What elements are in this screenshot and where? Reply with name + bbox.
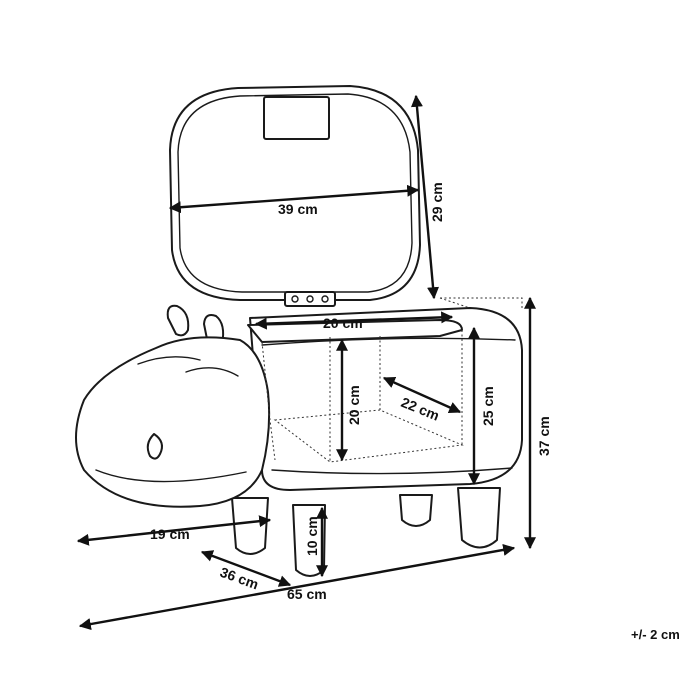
head-jaw-seam bbox=[95, 469, 247, 483]
open-lid bbox=[169, 85, 421, 307]
arrow-lid-height bbox=[410, 94, 440, 300]
leg-rear-right bbox=[399, 494, 433, 527]
leg-rear-left bbox=[457, 487, 501, 549]
arrow-opening-width bbox=[254, 311, 454, 330]
lid-hinge bbox=[284, 291, 336, 307]
head-eye-ridge bbox=[185, 367, 239, 377]
arrow-head-length bbox=[76, 515, 272, 546]
body-belly-seam bbox=[271, 467, 513, 475]
label-head-length: 19 cm bbox=[150, 526, 190, 542]
label-lid-width: 39 cm bbox=[278, 201, 318, 217]
arrow-lid-width bbox=[168, 184, 420, 214]
arrow-compartment-depth bbox=[382, 376, 462, 414]
nostril bbox=[146, 433, 163, 460]
leg-front-right bbox=[231, 497, 269, 555]
ear-left bbox=[166, 304, 190, 337]
label-total-depth: 36 cm bbox=[218, 564, 261, 593]
legs bbox=[231, 487, 501, 577]
tolerance-note: +/- 2 cm bbox=[631, 627, 680, 642]
label-total-length: 65 cm bbox=[287, 586, 327, 602]
body-seam bbox=[261, 337, 516, 346]
head-outline bbox=[75, 336, 271, 508]
label-body-height: 25 cm bbox=[480, 386, 496, 426]
label-lid-height: 29 cm bbox=[429, 182, 445, 222]
hippo-head bbox=[75, 304, 271, 508]
label-leg-height: 10 cm bbox=[304, 516, 320, 556]
label-total-height: 37 cm bbox=[536, 416, 552, 456]
dimension-arrows bbox=[76, 94, 536, 630]
head-brow bbox=[137, 356, 201, 365]
label-compartment-height: 20 cm bbox=[346, 385, 362, 425]
lid-label-patch bbox=[263, 96, 330, 140]
arrow-total-length bbox=[78, 544, 516, 630]
label-opening-width: 20 cm bbox=[323, 315, 363, 331]
